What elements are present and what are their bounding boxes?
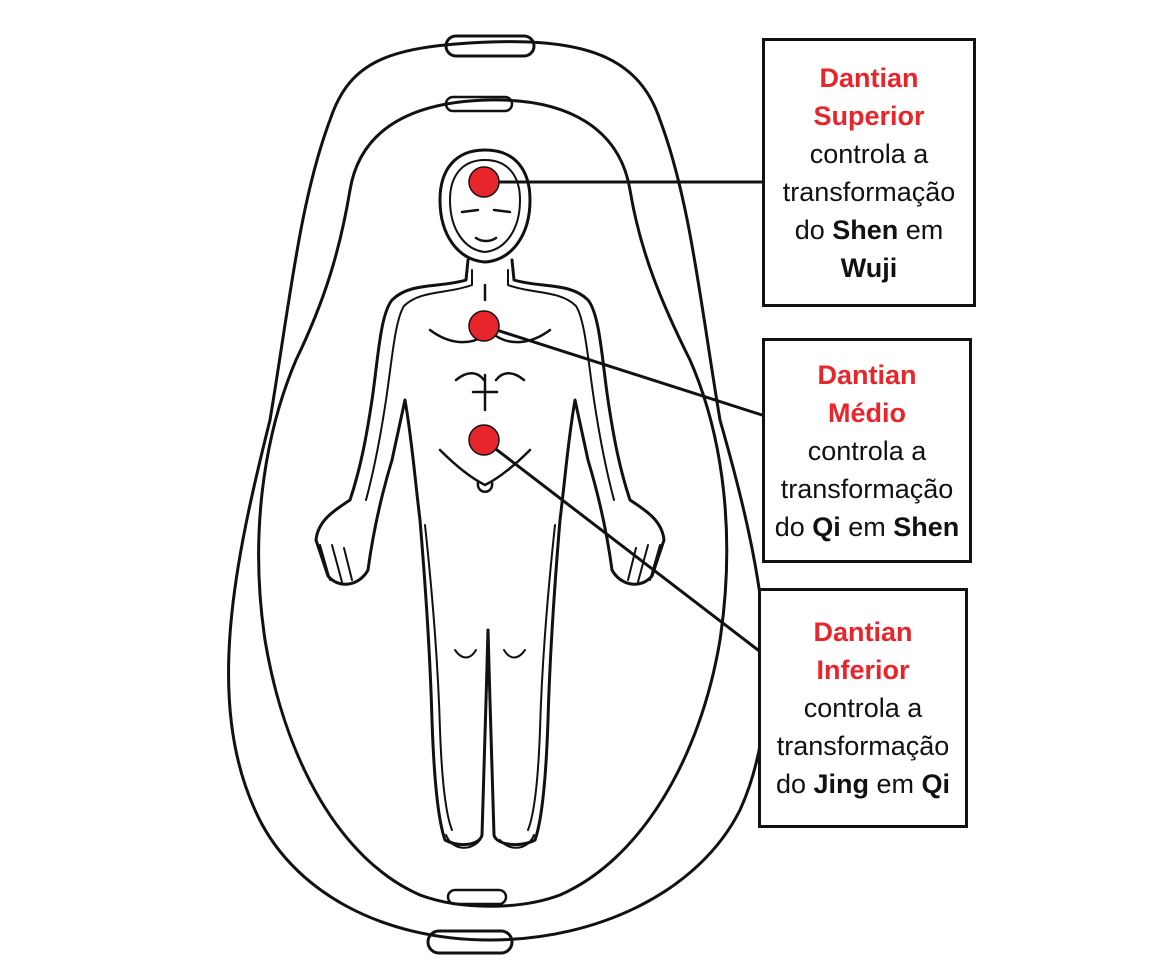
box-title: Superior: [813, 100, 925, 131]
box-text: controla a: [807, 435, 927, 466]
box-text: transformação: [776, 731, 950, 761]
box-text: do Jing em Qi: [776, 765, 950, 803]
dantian-medio-box: Dantian Médio controla a transformação d…: [762, 338, 972, 563]
box-text-bold: Qi: [921, 769, 951, 799]
connector-line-inferior: [482, 438, 760, 652]
box-text-bold: Wuji: [840, 252, 898, 283]
box-text: transformação: [780, 473, 954, 504]
box-title: Inferior: [816, 655, 910, 685]
box-title: Dantian: [813, 617, 913, 647]
dantian-medio-point: [468, 310, 500, 342]
inner-aura-bottom-knob: [446, 888, 508, 906]
inner-aura-top-knob: [444, 95, 514, 113]
box-text-bold: Shen: [893, 511, 960, 542]
box-text: controla a: [803, 693, 923, 723]
box-text: controla a: [809, 138, 929, 169]
connector-line-medio: [482, 324, 764, 417]
box-title: Dantian: [817, 359, 917, 390]
dantian-superior-point: [468, 166, 500, 198]
box-title: Médio: [828, 397, 906, 428]
box-text-part: em: [840, 511, 894, 542]
box-text-part: em: [898, 214, 944, 245]
dantian-inferior-box: Dantian Inferior controla a transformaçã…: [758, 588, 968, 828]
inner-aura-outline: [257, 98, 729, 908]
outer-aura-outline: [227, 40, 768, 942]
box-text-bold: Qi: [812, 511, 841, 542]
dantian-superior-box: Dantian Superior controla a transformaçã…: [762, 38, 976, 307]
box-text-part: em: [869, 769, 922, 799]
box-text: do Shen em: [795, 211, 944, 249]
box-text-part: do: [775, 769, 814, 799]
box-text-bold: Jing: [813, 769, 870, 799]
aura-top-knob: [444, 34, 536, 58]
aura-bottom-knob: [426, 929, 514, 955]
human-figure: [314, 148, 666, 849]
box-text: transformação: [782, 176, 956, 207]
box-title: Dantian: [819, 62, 919, 93]
box-text-part: do: [794, 214, 833, 245]
box-text: do Qi em Shen: [775, 508, 960, 546]
box-text-bold: Shen: [832, 214, 899, 245]
dantian-inferior-point: [468, 424, 500, 456]
box-text-part: do: [774, 511, 813, 542]
